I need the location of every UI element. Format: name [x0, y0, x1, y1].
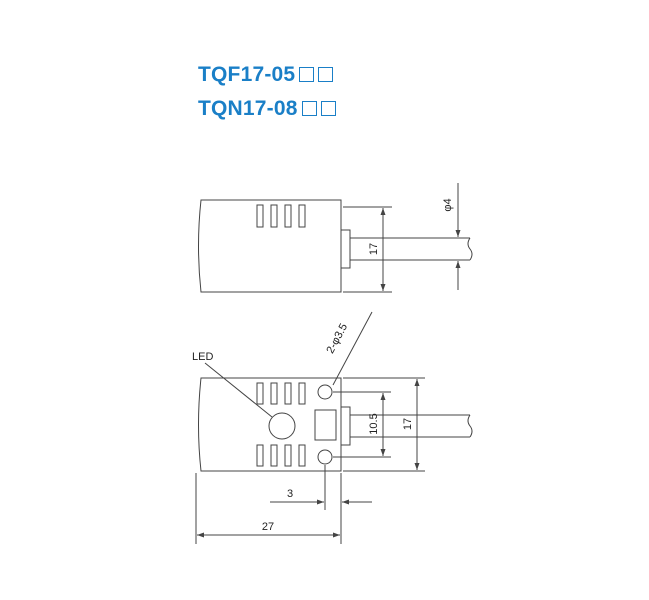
side-height-label: 17 — [368, 243, 380, 255]
front-view — [195, 311, 473, 544]
model-code: TQN17-08 — [198, 97, 298, 120]
sensor-body-side — [198, 199, 342, 293]
hole-spacing-dimension — [333, 391, 391, 458]
led-label: LED — [192, 351, 213, 363]
hole-offset-dimension — [270, 465, 372, 510]
vent-slots-top — [256, 382, 306, 405]
model-code: TQF17-05 — [198, 63, 296, 86]
square-outline-icon — [299, 67, 315, 82]
model-suffix-placeholders — [298, 98, 336, 119]
square-outline-icon — [320, 101, 336, 116]
height-dimension-side — [343, 206, 392, 293]
mounting-hole-upper — [317, 384, 333, 400]
side-view — [198, 183, 473, 293]
square-outline-icon — [318, 67, 334, 82]
cable-gland-front — [340, 406, 351, 446]
height-dimension-front — [343, 377, 425, 472]
mounting-hole-lower — [317, 449, 333, 465]
model-title-tqf: TQF17-05 — [198, 63, 334, 86]
hole-offset-label: 3 — [287, 488, 293, 500]
vent-slots-side — [256, 204, 306, 228]
sensor-body-front — [198, 377, 342, 472]
center-window — [314, 409, 337, 441]
led-leader-line — [204, 362, 273, 418]
cable-front — [350, 414, 473, 438]
model-suffix-placeholders — [295, 64, 334, 85]
model-title-tqn: TQN17-08 — [198, 98, 336, 119]
width-dimension — [195, 473, 342, 544]
hole-leader-line — [332, 311, 373, 386]
vent-slots-bottom — [256, 444, 306, 467]
width-label: 27 — [262, 521, 274, 533]
square-outline-icon — [301, 101, 317, 116]
cable-diameter-dimension — [450, 183, 470, 290]
front-height-label: 17 — [402, 418, 414, 430]
hole-spacing-label: 10.5 — [368, 413, 380, 434]
led-indicator — [268, 412, 296, 440]
mounting-holes-label: 2-φ3.5 — [324, 322, 350, 356]
cable-gland-side — [340, 229, 351, 269]
cable-diameter-label: φ4 — [442, 198, 454, 211]
